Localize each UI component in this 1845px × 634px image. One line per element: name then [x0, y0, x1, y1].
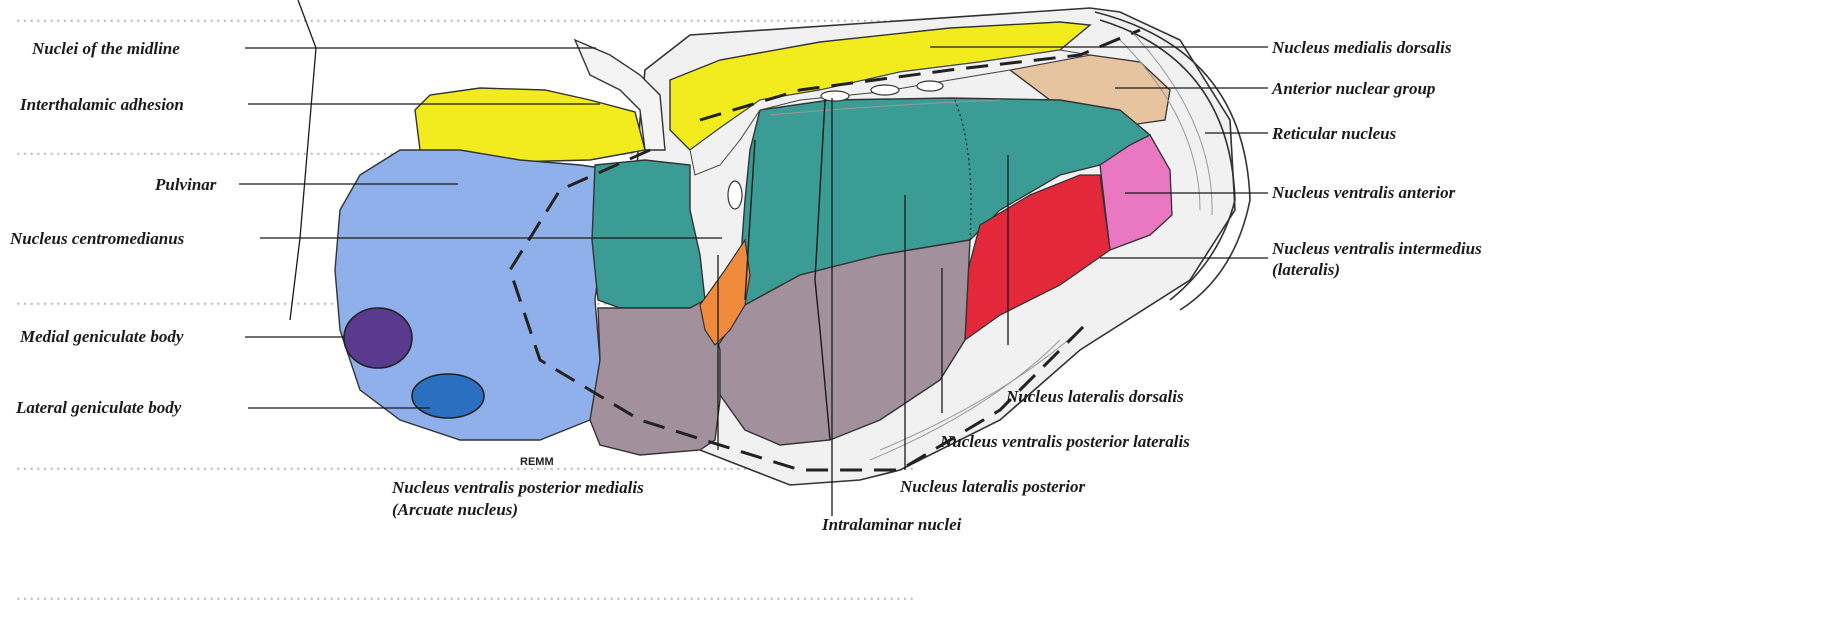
intralaminar-oval-1: [821, 91, 849, 101]
medial-geniculate-region: [344, 308, 412, 368]
intralaminar-oval-2: [871, 85, 899, 95]
label-medial-geniculate-body: Medial geniculate body: [19, 327, 184, 346]
label-nucleus-ventralis-anterior: Nucleus ventralis anterior: [1271, 183, 1456, 202]
thalamus-illustration: REMM: [335, 8, 1250, 485]
label-vim-line2: (lateralis): [1272, 260, 1340, 279]
label-vpm-line1: Nucleus ventralis posterior medialis: [391, 478, 644, 497]
label-pulvinar: Pulvinar: [154, 175, 217, 194]
intralaminar-oval-3: [917, 81, 943, 91]
label-intralaminar-nuclei: Intralaminar nuclei: [821, 515, 962, 534]
lateral-geniculate-region: [412, 374, 484, 418]
ventralis-posterior-medialis-region: [590, 300, 720, 455]
label-nucleus-lateralis-posterior: Nucleus lateralis posterior: [899, 477, 1086, 496]
label-vpm-line2: (Arcuate nucleus): [392, 500, 518, 519]
svg-text:………………………………………………………………………………: ……………………………………………………………………………………………………………: [15, 583, 915, 605]
label-reticular-nucleus: Reticular nucleus: [1271, 124, 1397, 143]
label-vim-line1: Nucleus ventralis intermedius: [1271, 239, 1482, 258]
label-vpl: Nucleus ventralis posterior lateralis: [939, 432, 1190, 451]
label-interthalamic-adhesion: Interthalamic adhesion: [19, 95, 184, 114]
label-nucleus-lateralis-dorsalis: Nucleus lateralis dorsalis: [1005, 387, 1184, 406]
centromedian-region: [592, 160, 705, 308]
artist-signature: REMM: [520, 456, 554, 468]
label-nucleus-centromedianus: Nucleus centromedianus: [9, 229, 185, 248]
svg-text:………………………………………………………………………………: ……………………………………………………………………………………………………………: [15, 5, 915, 27]
label-anterior-nuclear-group: Anterior nuclear group: [1271, 79, 1435, 98]
label-nucleus-medialis-dorsalis: Nucleus medialis dorsalis: [1271, 38, 1452, 57]
label-lateral-geniculate-body: Lateral geniculate body: [15, 398, 182, 417]
centromedian-oval: [728, 181, 742, 209]
label-nuclei-midline: Nuclei of the midline: [31, 39, 180, 58]
